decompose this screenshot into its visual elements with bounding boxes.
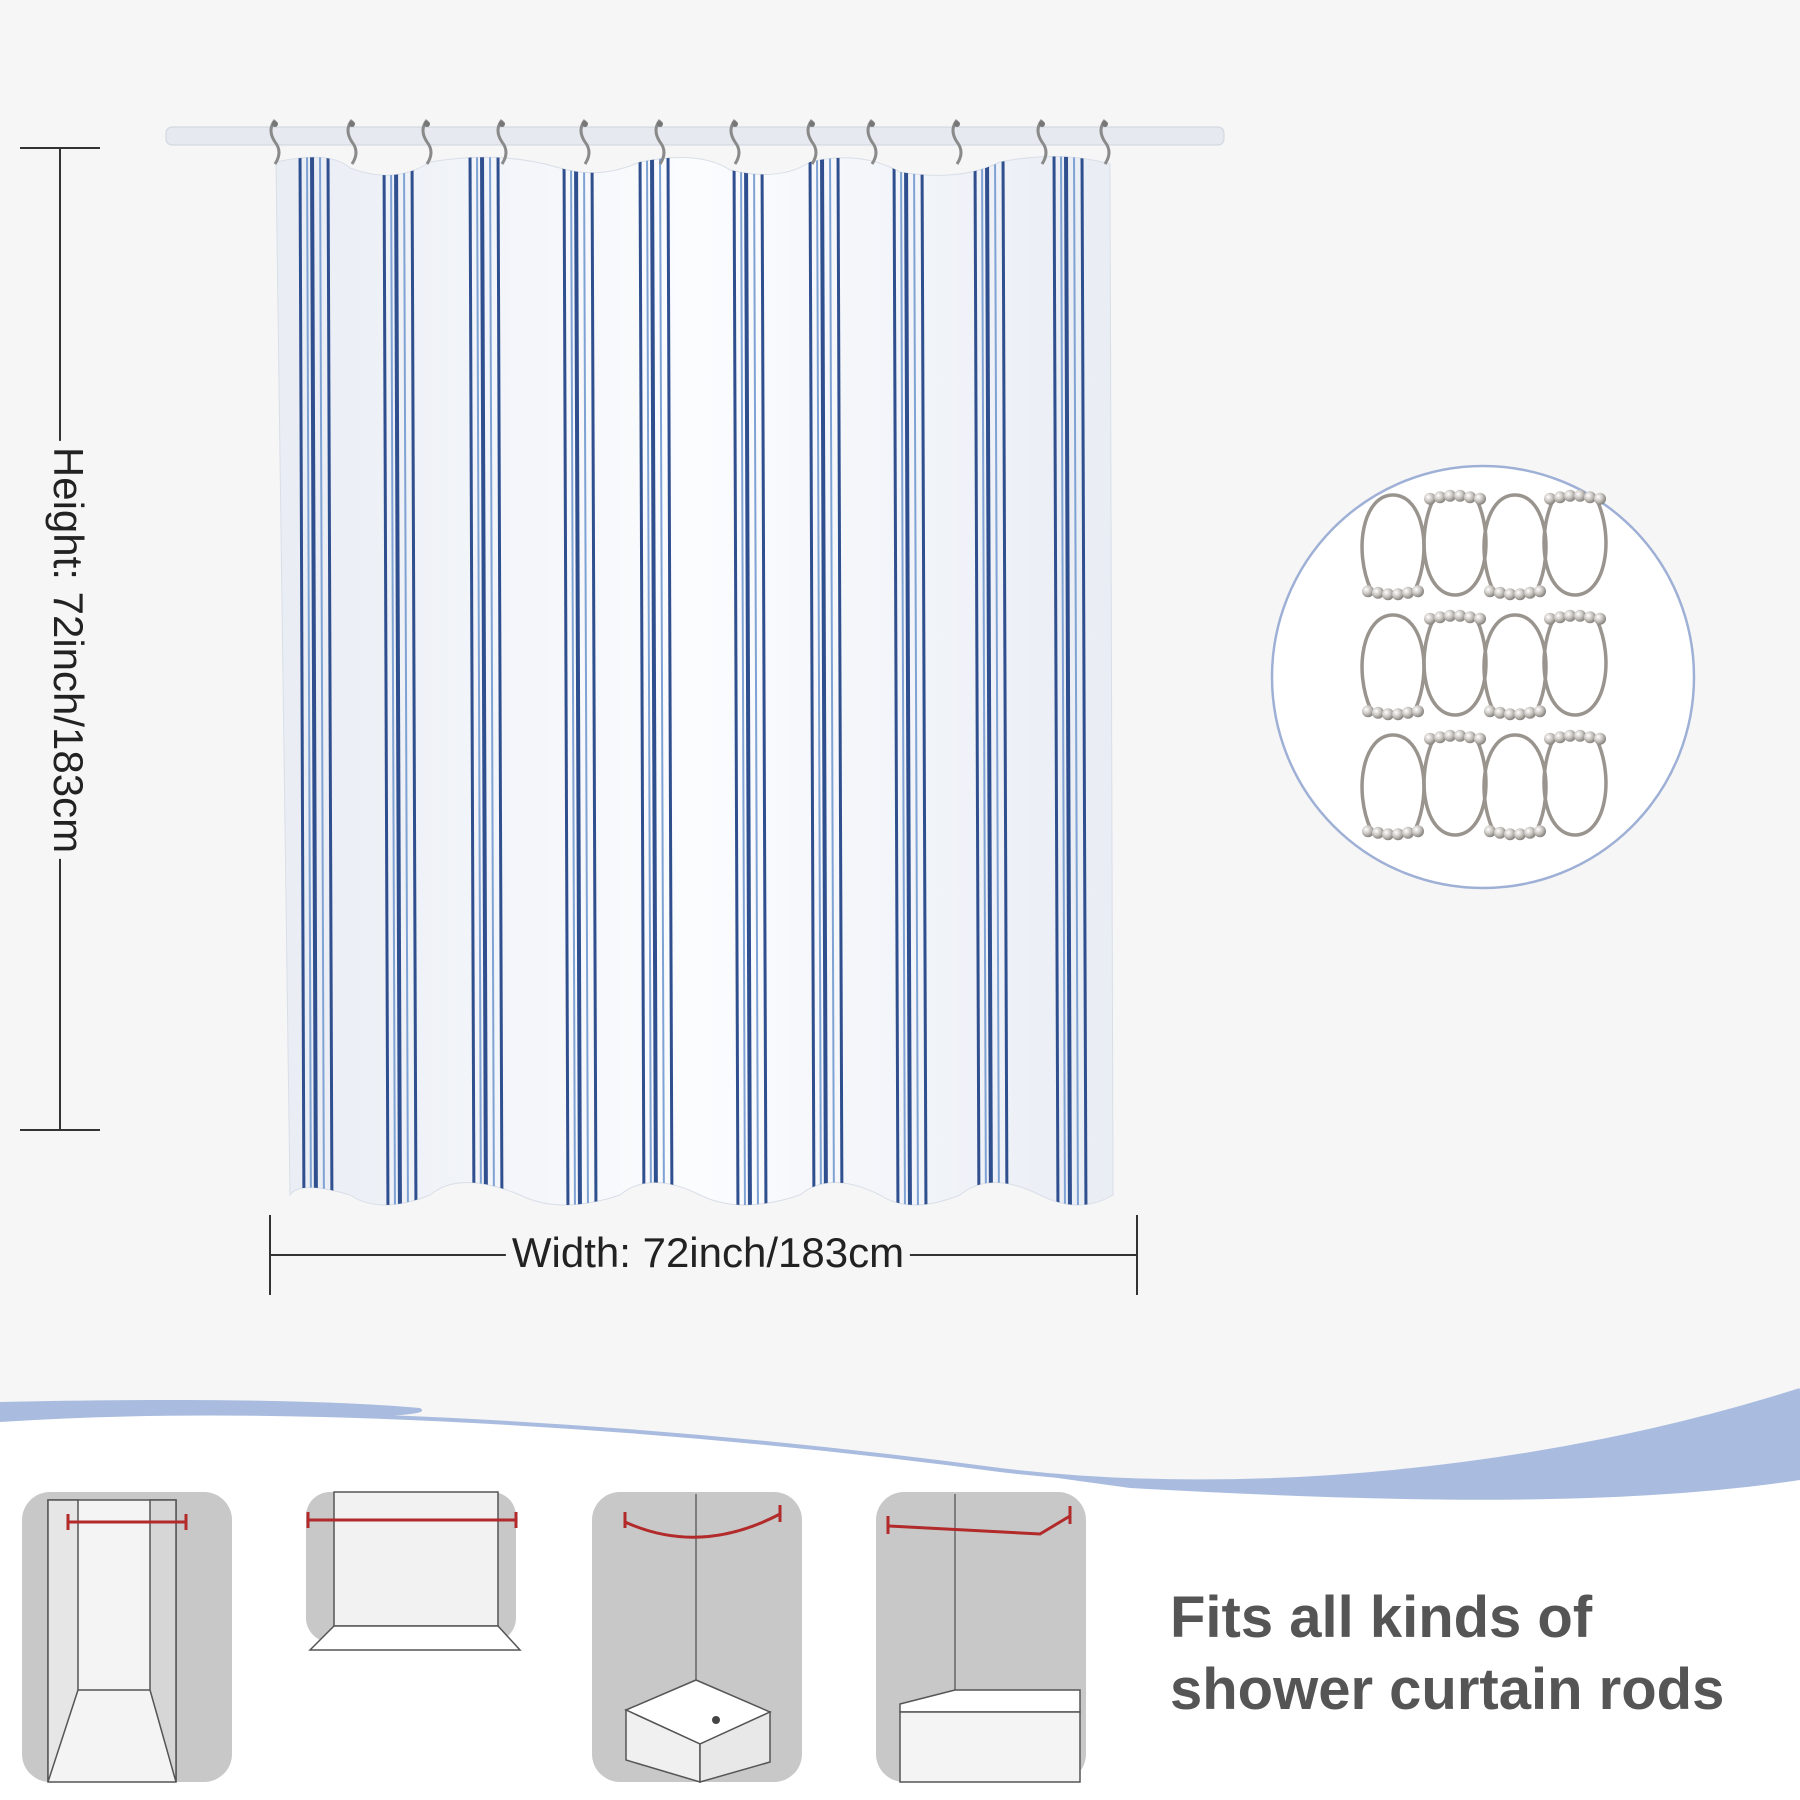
curtain-stripe xyxy=(489,156,495,1205)
hook-ring xyxy=(1360,613,1426,721)
width-label: Width: 72inch/183cm xyxy=(505,1229,911,1277)
curtain-stripe xyxy=(744,156,752,1205)
hook-ring xyxy=(1542,609,1608,717)
curtain-stripe xyxy=(410,156,418,1205)
curtain-stripe xyxy=(829,156,835,1205)
curtain-stripe xyxy=(468,156,476,1205)
curtain-stripe xyxy=(319,156,325,1205)
curtain-stripe xyxy=(994,156,1000,1205)
hook-ring xyxy=(1542,489,1608,597)
curtain-stripe xyxy=(760,156,768,1205)
curtain-stripe xyxy=(973,156,981,1205)
rod-hook xyxy=(654,119,666,165)
curtain-stripe xyxy=(904,156,912,1205)
hook-rings-inset xyxy=(1270,464,1696,890)
curtain-stripe xyxy=(570,156,576,1205)
fits-rods-caption-line-2: shower curtain rods xyxy=(1170,1657,1725,1722)
curtain-stripe xyxy=(390,156,396,1205)
curtain-stripe xyxy=(659,156,665,1205)
curtain-stripe xyxy=(646,156,652,1205)
curtain-stripe xyxy=(740,156,746,1205)
curtain-stripe xyxy=(666,156,674,1205)
curtain-stripe xyxy=(306,156,312,1205)
rod-hook-ball xyxy=(424,121,430,127)
curtain-stripe xyxy=(816,156,822,1205)
curtain-stripe xyxy=(820,156,828,1205)
curtain-stripe xyxy=(981,156,987,1205)
curtain-stripe xyxy=(562,156,570,1205)
curtain-stripe xyxy=(732,156,740,1205)
curtain-stripe xyxy=(836,156,844,1205)
curtain-stripe xyxy=(892,156,900,1205)
rod-style-walk-in-shower xyxy=(22,1492,232,1783)
curtain-stripe xyxy=(1060,156,1066,1205)
curtain-stripe xyxy=(496,156,504,1205)
curtain-stripe xyxy=(394,156,402,1205)
curtain-stripe xyxy=(310,156,318,1205)
rod-hook xyxy=(269,119,281,165)
curtain-rod xyxy=(165,126,1225,146)
rod-hook xyxy=(1099,119,1111,165)
curtain-stripe xyxy=(920,156,928,1205)
rod-hook-ball xyxy=(657,121,663,127)
rod-hook-ball xyxy=(1039,121,1045,127)
curtain-stripe xyxy=(574,156,582,1205)
curtain-stripe xyxy=(808,156,816,1205)
rod-style-corner-curved xyxy=(592,1492,802,1784)
rod-hook xyxy=(346,119,358,165)
fits-rods-caption: Fits all kinds of shower curtain rods xyxy=(1170,1582,1724,1726)
curtain-stripe xyxy=(638,156,646,1205)
curtain-stripe xyxy=(298,156,306,1205)
curtain-stripe xyxy=(650,156,658,1205)
curtain-stripe xyxy=(480,156,488,1205)
rod-hook xyxy=(806,119,818,165)
fits-rods-caption-line-1: Fits all kinds of xyxy=(1170,1585,1593,1650)
rod-hook-ball xyxy=(954,121,960,127)
curtain-stripe xyxy=(326,156,334,1205)
rod-hook-ball xyxy=(1102,121,1108,127)
rod-hook-ball xyxy=(499,121,505,127)
rod-hook xyxy=(1036,119,1048,165)
curtain-stripe xyxy=(1064,156,1072,1205)
rod-hook xyxy=(579,119,591,165)
curtain-stripe xyxy=(1001,156,1009,1205)
curtain-stripe xyxy=(403,156,409,1205)
rod-hook-ball xyxy=(869,121,875,127)
rod-hook xyxy=(496,119,508,165)
rod-hook-ball xyxy=(349,121,355,127)
rod-hook-ball xyxy=(582,121,588,127)
rod-hook xyxy=(421,119,433,165)
rod-hook-ball xyxy=(809,121,815,127)
rod-style-tub xyxy=(306,1491,522,1651)
curtain-stripe xyxy=(1073,156,1079,1205)
curtain-stripe xyxy=(985,156,993,1205)
curtain-stripe xyxy=(476,156,482,1205)
curtain-stripe xyxy=(753,156,759,1205)
shower-curtain xyxy=(275,155,1114,1206)
curtain-stripe xyxy=(583,156,589,1205)
rod-hooks xyxy=(269,119,1111,165)
rod-style-corner-l-shaped xyxy=(876,1492,1086,1783)
rod-hook xyxy=(729,119,741,165)
rod-hook xyxy=(951,119,963,165)
hook-ring xyxy=(1482,613,1548,721)
height-label: Height: 72inch/183cm xyxy=(44,440,92,860)
curtain-stripe xyxy=(1052,156,1060,1205)
curtain-stripe xyxy=(1080,156,1088,1205)
curtain-stripe xyxy=(382,156,390,1205)
rod-hook-ball xyxy=(732,121,738,127)
rod-hook-ball xyxy=(272,121,278,127)
curtain-stripe xyxy=(913,156,919,1205)
curtain-stripe xyxy=(900,156,906,1205)
curtain-stripe xyxy=(590,156,598,1205)
hook-ring xyxy=(1542,729,1608,837)
rod-hook xyxy=(866,119,878,165)
